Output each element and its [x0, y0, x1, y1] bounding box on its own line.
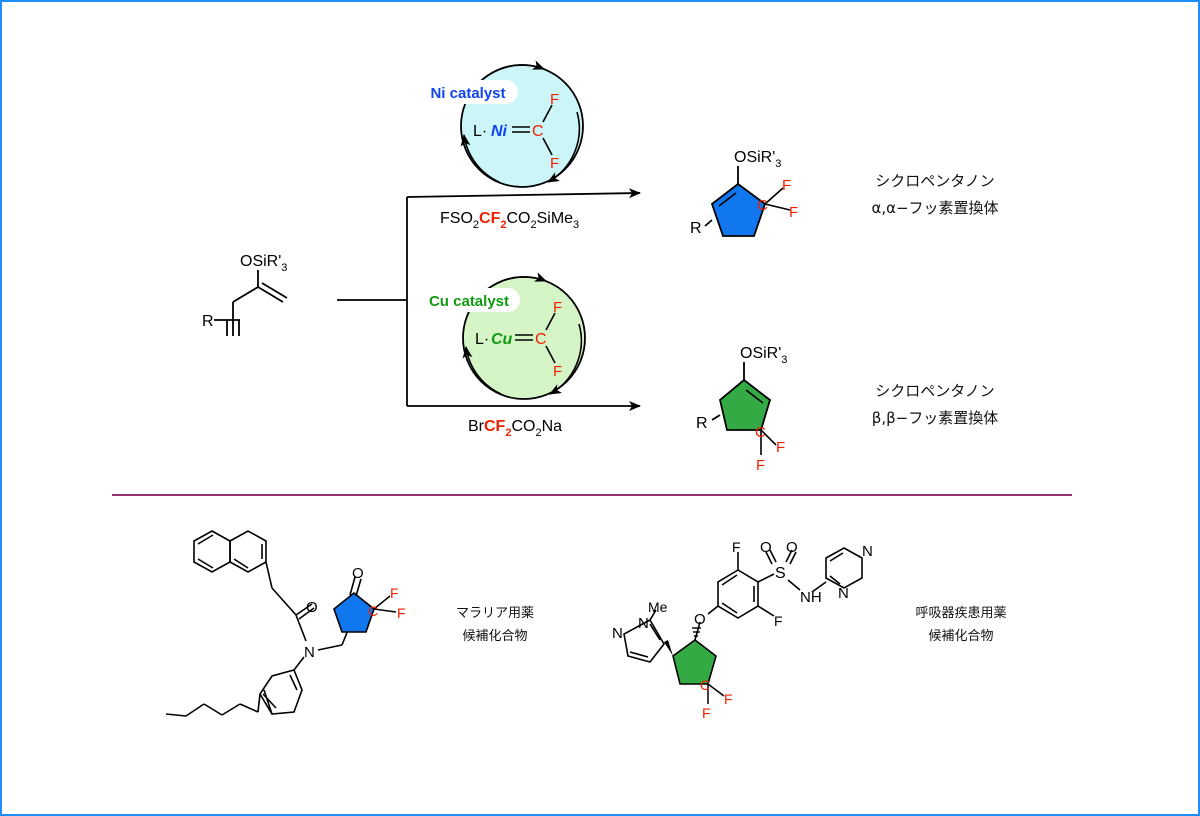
beta-difluoro-product [711, 362, 777, 455]
ni-catalyst-label: Ni catalyst [430, 85, 505, 102]
top-product-caption: シクロペンタノン α,α−フッ素置換体 [850, 168, 1020, 222]
top-reagent: FSO2CF2CO2SiMe3 [440, 210, 579, 231]
resp-f1: F [724, 691, 733, 707]
antimalarial-c: C [368, 603, 378, 619]
catalyst-label-bg [418, 80, 518, 104]
bottom-product-caption: シクロペンタノン β,β−フッ素置換体 [850, 378, 1020, 432]
caption-line: 候補化合物 [928, 629, 994, 644]
caption-line: シクロペンタノン [875, 172, 995, 190]
ni-f1: F [550, 91, 559, 108]
bottom-reagent: BrCF2CO2Na [468, 418, 562, 439]
top-product-c: C [757, 197, 768, 214]
cycle-arrow-icon [549, 323, 583, 395]
antimalarial-structure [165, 530, 351, 717]
branch-lines [337, 197, 408, 406]
cycle-arrow-icon [462, 346, 502, 395]
top-product-osi: OSiR'3 [734, 149, 781, 170]
bottom-product-r: R [696, 415, 708, 432]
top-product-f2: F [789, 204, 798, 221]
caption-line: マラリア用薬 [455, 606, 534, 621]
resp-f2: F [702, 705, 711, 721]
resp-methyl: Me [648, 599, 668, 615]
cu-complex-l: L· [475, 331, 489, 348]
ni-metal: Ni [491, 123, 508, 140]
antimalarial-amide-o: O [306, 599, 318, 616]
antimalarial-f2: F [397, 605, 406, 621]
antimalarial-cyclopentanone [333, 576, 397, 633]
alpha-difluoro-product [704, 166, 791, 237]
resp-s: S [775, 565, 786, 582]
respiratory-caption: 呼吸器疾患用薬 候補化合物 [896, 602, 1026, 648]
caption-line: 候補化合物 [462, 629, 528, 644]
top-product-f1: F [782, 177, 791, 194]
bottom-product-f1: F [776, 439, 785, 456]
respiratory-cyclopentane [664, 639, 725, 704]
cu-metal: Cu [491, 331, 513, 348]
resp-f-right: F [774, 613, 783, 629]
start-r-label: R [202, 313, 214, 330]
top-product-r: R [690, 220, 702, 237]
cu-f1: F [553, 299, 562, 316]
bottom-product-osi: OSiR'3 [740, 345, 787, 366]
resp-pyrazole-n2: N [638, 615, 649, 632]
caption-line: 呼吸器疾患用薬 [915, 606, 1007, 621]
cycle-arrow-icon [547, 111, 581, 183]
ni-catalytic-cycle: Ni catalyst L· Ni C F F [418, 60, 584, 188]
resp-nh: NH [800, 589, 822, 606]
resp-c: C [700, 677, 710, 693]
start-osi-label: OSiR'3 [240, 253, 287, 274]
ni-f2: F [550, 155, 559, 172]
antimalarial-f1: F [390, 585, 399, 601]
cu-f2: F [553, 363, 562, 380]
wedge-bond-icon [664, 640, 673, 656]
ni-carbene-c: C [532, 123, 544, 140]
antimalarial-n: N [304, 644, 315, 661]
bottom-product-f2: F [756, 457, 765, 474]
respiratory-structure [623, 547, 863, 663]
antimalarial-caption: マラリア用薬 候補化合物 [435, 602, 555, 648]
cu-catalytic-cycle: Cu catalyst L· Cu C F F [418, 272, 586, 400]
starting-silyl-enol-ether [214, 270, 288, 336]
resp-pyrazole-n1: N [612, 625, 623, 642]
cu-carbene-c: C [535, 331, 547, 348]
bottom-product-c: C [755, 424, 766, 441]
reaction-arrow-top [406, 188, 641, 199]
catalyst-label-bg [418, 288, 520, 312]
antimalarial-o: O [352, 565, 364, 582]
resp-o1: O [760, 539, 772, 556]
caption-line: β,β−フッ素置換体 [871, 409, 999, 427]
hash-bond-icon [692, 627, 701, 637]
resp-f-top: F [732, 539, 741, 555]
cu-catalyst-label: Cu catalyst [429, 293, 509, 310]
resp-pyrimidine-n1: N [862, 543, 873, 560]
resp-o2: O [786, 539, 798, 556]
ni-complex-l: L· [473, 123, 487, 140]
caption-line: α,α−フッ素置換体 [871, 199, 999, 217]
caption-line: シクロペンタノン [875, 382, 995, 400]
cycle-arrow-icon [460, 134, 500, 183]
resp-ether-o: O [694, 611, 706, 628]
resp-pyrimidine-n2: N [838, 585, 849, 602]
